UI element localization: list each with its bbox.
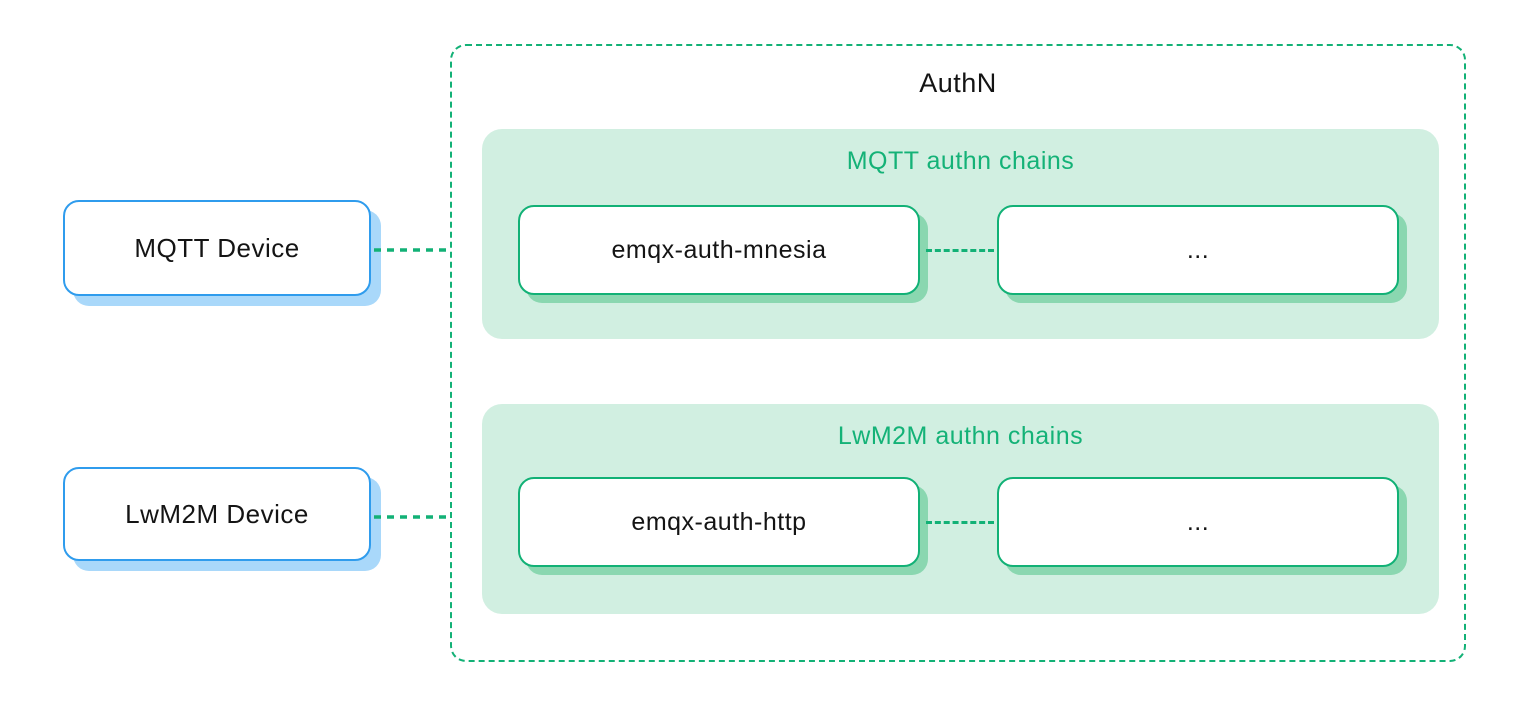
lwm2m-authn-chain-panel: LwM2M authn chains emqx-auth-http ...: [482, 404, 1439, 614]
mqtt-device-node: MQTT Device: [63, 200, 371, 296]
lwm2m-device-node: LwM2M Device: [63, 467, 371, 561]
authn-container: AuthN MQTT authn chains emqx-auth-mnesia…: [450, 44, 1466, 662]
emqx-auth-mnesia-node: emqx-auth-mnesia: [518, 205, 920, 295]
emqx-auth-mnesia-label: emqx-auth-mnesia: [611, 235, 827, 264]
lwm2m-chain-title: LwM2M authn chains: [837, 422, 1084, 450]
lwm2m-chain-more-node: ...: [997, 477, 1399, 567]
mqtt-chain-connector: [926, 248, 994, 252]
lwm2m-chain-connector: [926, 520, 994, 524]
mqtt-authn-chain-panel: MQTT authn chains emqx-auth-mnesia ...: [482, 129, 1439, 339]
mqtt-chain-more-node: ...: [997, 205, 1399, 295]
emqx-auth-http-label: emqx-auth-http: [631, 507, 807, 536]
mqtt-chain-title: MQTT authn chains: [846, 147, 1075, 175]
lwm2m-chain-more-label: ...: [1186, 507, 1210, 536]
emqx-auth-http-node: emqx-auth-http: [518, 477, 920, 567]
mqtt-device-label: MQTT Device: [134, 232, 300, 263]
authn-title: AuthN: [919, 68, 997, 98]
lwm2m-device-label: LwM2M Device: [125, 498, 309, 529]
mqtt-chain-more-label: ...: [1186, 235, 1210, 264]
